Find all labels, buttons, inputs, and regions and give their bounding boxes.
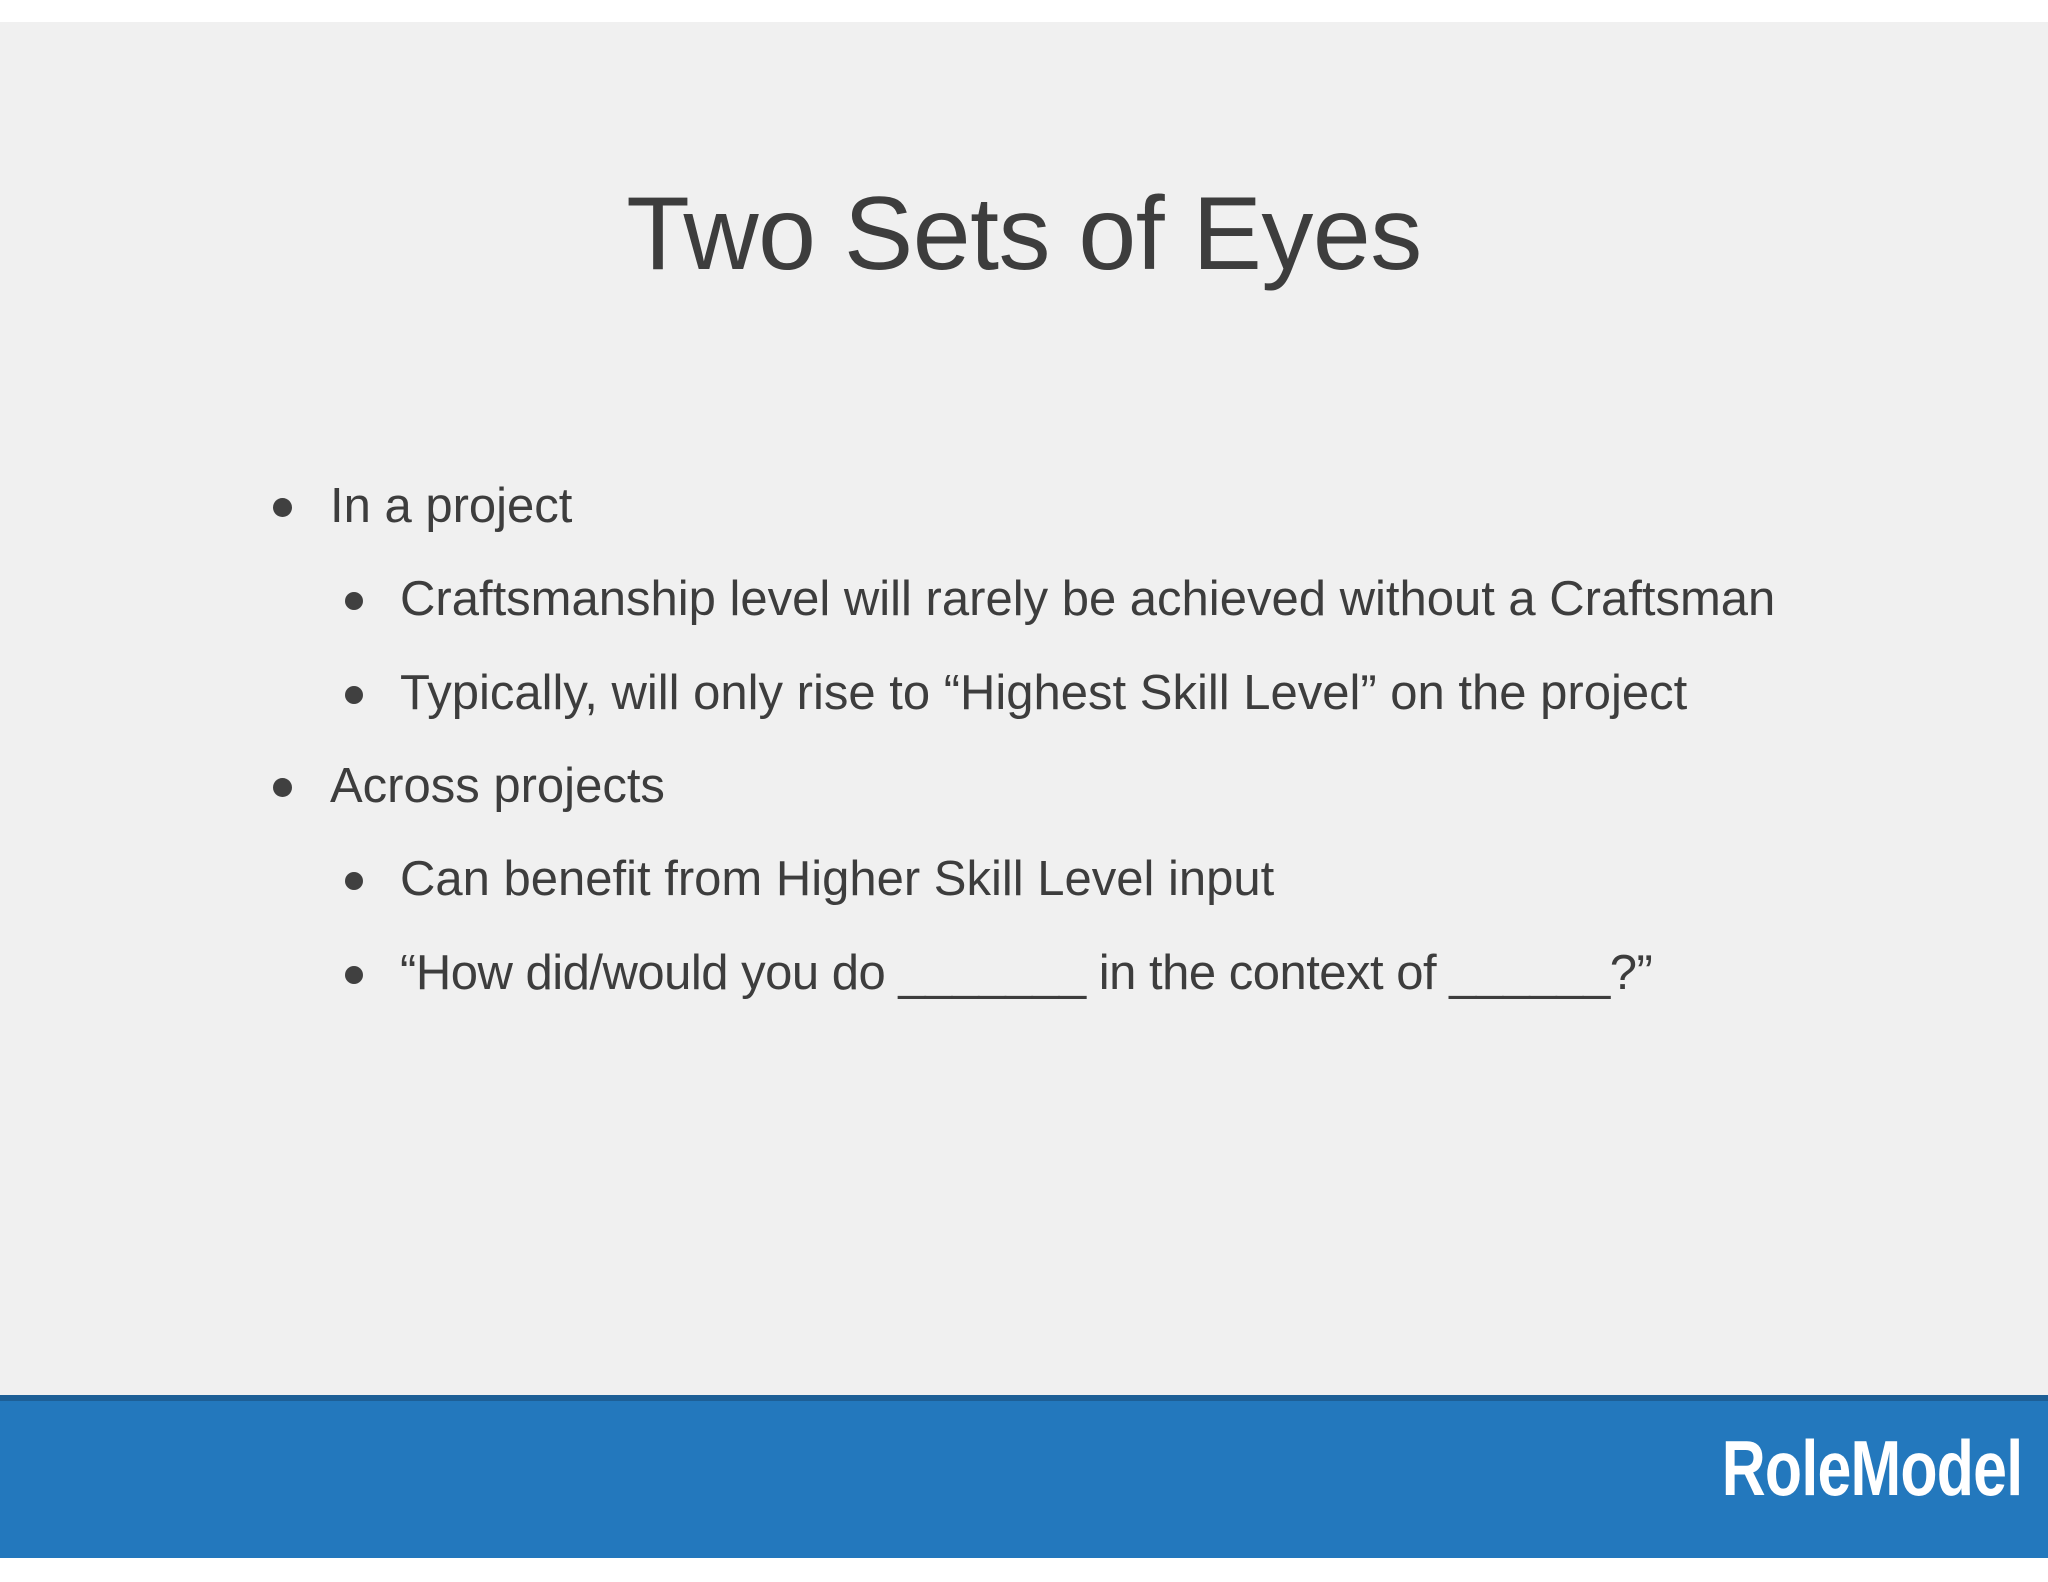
bullet-text: In a project (330, 479, 573, 533)
bullet-item-level2: Typically, will only rise to “Highest Sk… (0, 664, 2048, 724)
top-white-margin (0, 0, 2048, 22)
slide-canvas: Two Sets of Eyes In a project Craftsmans… (0, 22, 2048, 1558)
bullet-dot-icon (273, 498, 292, 517)
bullet-item-level1: Across projects (0, 757, 2048, 816)
bullet-text: Typically, will only rise to “Highest Sk… (400, 665, 1688, 720)
slide-footer-bar: RoleModel (0, 1395, 2048, 1558)
bullet-dot-icon (273, 778, 292, 798)
bullet-dot-icon (345, 685, 363, 704)
bullet-list: In a project Craftsmanship level will ra… (0, 477, 2048, 1038)
bullet-dot-icon (345, 591, 363, 610)
slide-title: Two Sets of Eyes (626, 176, 1422, 292)
bullet-text: “How did/would you do _______ in the con… (400, 945, 1653, 1000)
rolemodel-logo: RoleModel (1721, 1424, 2022, 1512)
bullet-item-level1: In a project (0, 477, 2048, 536)
bullet-text: Across projects (330, 759, 665, 814)
bullet-item-level2: “How did/would you do _______ in the con… (0, 944, 2048, 1004)
bullet-item-level2: Craftsmanship level will rarely be achie… (0, 570, 2048, 630)
bullet-dot-icon (345, 965, 363, 984)
bullet-dot-icon (345, 872, 363, 891)
bullet-text: Can benefit from Higher Skill Level inpu… (400, 852, 1275, 907)
bottom-white-margin (0, 1558, 2048, 1582)
bullet-text: Craftsmanship level will rarely be achie… (400, 571, 1776, 626)
bullet-item-level2: Can benefit from Higher Skill Level inpu… (0, 850, 2048, 910)
